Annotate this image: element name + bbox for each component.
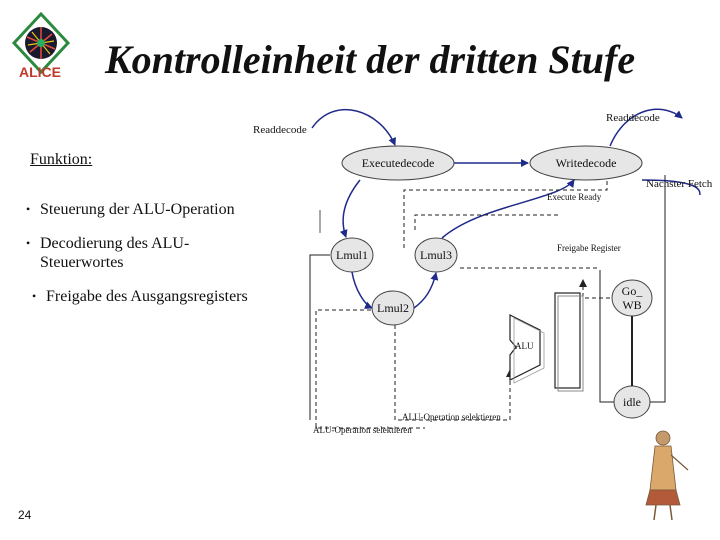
- go-wb-label: Go_ WB: [612, 284, 652, 312]
- decorative-figure-illustration: [645, 430, 689, 521]
- alu-label: ALU: [515, 341, 534, 351]
- arrow-lmul3-to-write: [441, 179, 575, 239]
- bullet-1: • Steuerung der ALU-Operation: [26, 200, 235, 219]
- execute-ready-line: [403, 180, 608, 248]
- lmul3-node: [414, 237, 458, 273]
- go-wb-label-line-2: WB: [622, 298, 642, 312]
- bullet-1-text: Steuerung der ALU-Operation: [40, 201, 235, 218]
- writedecode-node: [529, 145, 643, 181]
- logo-text: ALICE: [19, 64, 61, 80]
- arrow-readdecode-to-executedecode: [311, 108, 396, 146]
- alice-logo: [10, 11, 72, 82]
- alu-block-shadow: [513, 317, 545, 384]
- lmul2-label: Lmul2: [377, 301, 409, 315]
- bullet-2-line-2: Steuerwortes: [40, 254, 124, 271]
- arrow-write-to-readdecode: [609, 108, 683, 147]
- idle-return-line: [599, 270, 614, 403]
- writedecode-label: Writedecode: [555, 156, 617, 170]
- funktion-heading: Funktion:: [30, 151, 93, 168]
- idle-to-write-line: [650, 175, 666, 403]
- arrow-execute-to-lmul1: [339, 179, 361, 238]
- alu-block: [509, 314, 541, 381]
- dashed-control-line: [414, 214, 560, 230]
- alu-select-line-2: [315, 309, 425, 429]
- readdecode-right-label: Readdecode: [606, 112, 660, 124]
- naechster-fetch-label: Nächster Fetch: [646, 178, 713, 190]
- go-wb-label-line-1: Go_: [621, 284, 643, 298]
- executedecode-label: Executedecode: [361, 156, 435, 170]
- arrow-lmul2-to-lmul3: [413, 272, 439, 309]
- logo-graphic: [11, 11, 71, 75]
- bullet-dot: •: [26, 202, 31, 216]
- lmul1-label: Lmul1: [336, 248, 368, 262]
- output-register-shadow: [557, 295, 584, 392]
- lmul1-solid-line: [309, 254, 330, 420]
- bullet-3: • Freigabe des Ausgangsregisters: [32, 287, 248, 306]
- slide-title: Kontrolleinheit der dritten Stufe: [105, 37, 636, 82]
- arrow-write-to-next-fetch: [641, 179, 701, 196]
- bullet-2-line-1: Decodierung des ALU-: [40, 235, 190, 252]
- alu-op-label-1: ALU-Operation selektieren: [402, 412, 501, 422]
- alu-select-line-1: [394, 325, 514, 421]
- output-register: [554, 292, 581, 389]
- readdecode-left-label: Readdecode: [253, 124, 307, 136]
- go-wb-to-register-line: [579, 279, 610, 299]
- execute-ready-label: Execute Ready: [547, 192, 602, 202]
- bullet-2: • Decodierung des ALU- Steuerwortes: [26, 234, 190, 272]
- bullet-3-text: Freigabe des Ausgangsregisters: [46, 288, 248, 305]
- arrow-lmul1-to-lmul2: [351, 271, 373, 309]
- page-number: 24: [18, 508, 32, 522]
- bullet-dot: •: [32, 289, 37, 303]
- idle-label: idle: [623, 395, 641, 409]
- bullet-dot: •: [26, 236, 31, 250]
- lmul3-label: Lmul3: [420, 248, 452, 262]
- alu-op-label-2: ALU-Operation selektieren: [313, 425, 412, 435]
- freigabe-register-label: Freigabe Register: [557, 243, 621, 253]
